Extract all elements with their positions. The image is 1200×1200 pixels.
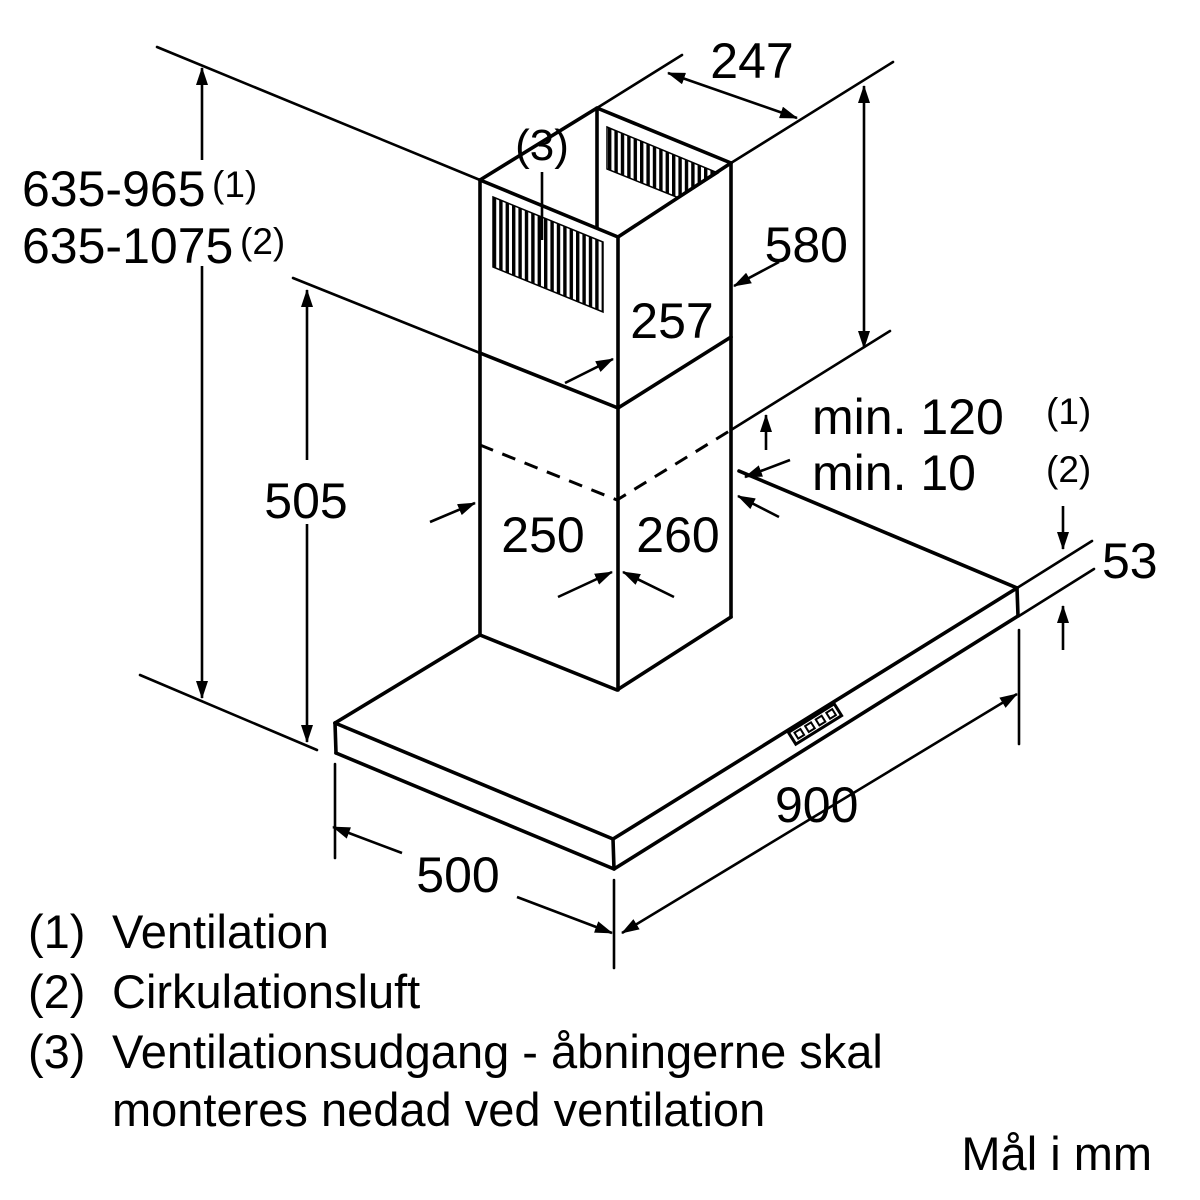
chimney-duct: [478, 106, 733, 692]
min-gap-arrow-down: [744, 458, 791, 479]
canopy-left-corner-edge: [333, 721, 338, 755]
vent-slots-right: [606, 125, 720, 199]
duct-right-arrow-left: [622, 570, 675, 599]
control-panel: [786, 701, 844, 747]
ceiling-extension-line: [155, 45, 482, 182]
canopy-bottom-extension: [1017, 567, 1096, 618]
label-top-depth: 247: [710, 33, 793, 89]
upper-width-arrow-left: [564, 357, 614, 385]
control-button: [793, 727, 806, 741]
label-depth: 500: [416, 847, 499, 903]
depth-arrow-left: [332, 825, 403, 855]
label-duct-left: 250: [501, 507, 584, 563]
duct-left-arrow-left: [429, 501, 476, 524]
label-min-vent-sup: (1): [1046, 391, 1091, 432]
hood-left-extension-line: [138, 673, 319, 752]
depth-arrow-right: [516, 895, 613, 935]
canopy-back-left-edge: [333, 633, 482, 725]
legend-item3-num: (3): [28, 1025, 85, 1078]
label-vent-callout: (3): [515, 121, 569, 170]
label-min-vent: min. 120: [812, 389, 1004, 445]
legend-item2-text: Cirkulationsluft: [112, 965, 420, 1018]
duct-right-arrow-right: [737, 494, 780, 519]
upper-width-arrow-right: [733, 260, 780, 288]
units-note: Mål i mm: [961, 1127, 1152, 1180]
chimney-base-edges: [478, 615, 733, 692]
label-chimney-height: 580: [765, 217, 848, 273]
top-depth-arrow: [667, 71, 798, 120]
legend-item2-num: (2): [28, 965, 85, 1018]
vent-slots-left: [492, 195, 604, 314]
control-button: [803, 720, 817, 734]
canopy-back-right-edge: [737, 469, 1019, 590]
label-height-vent-sup: (1): [212, 164, 257, 205]
telescope-min-position-dashed: [479, 428, 732, 502]
dimension-labels: 635-965 (1) 635-1075 (2) 505 247 580 257…: [22, 33, 1158, 903]
label-height-recirc-sup: (2): [240, 221, 285, 262]
legend-item1-text: Ventilation: [112, 905, 329, 958]
canopy-top-front-edges: [333, 586, 1019, 841]
label-upper-duct-width: 257: [630, 293, 713, 349]
joint-extension-line: [291, 276, 482, 355]
label-min-recirc-sup: (2): [1046, 449, 1091, 490]
canopy-right-corner-edge: [1015, 586, 1020, 618]
telescopic-joint-rim: [478, 335, 733, 410]
top-depth-left-extension: [595, 53, 684, 110]
legend-item3-text-line1: Ventilationsudgang - åbningerne skal: [112, 1025, 883, 1078]
width-arrow: [621, 692, 1018, 935]
control-button: [824, 707, 838, 721]
duct-left-arrow-right: [557, 570, 613, 599]
canopy-top-extension: [1015, 539, 1094, 590]
label-canopy-thickness: 53: [1102, 533, 1158, 589]
legend: (1) Ventilation (2) Cirkulationsluft (3)…: [28, 905, 1152, 1180]
label-min-recirc: min. 10: [812, 445, 976, 501]
canopy-bottom-front-edges: [334, 614, 1020, 871]
legend-item1-num: (1): [28, 905, 85, 958]
top-depth-right-extension: [729, 60, 895, 165]
dimension-lines: [196, 67, 1069, 935]
canopy-front-corner-edge: [611, 837, 616, 871]
label-height-recirc: 635-1075: [22, 218, 233, 274]
label-height-vent: 635-965: [22, 161, 206, 217]
extension-lines: [138, 45, 1096, 970]
hood-canopy: [333, 469, 1020, 871]
label-width: 900: [775, 777, 858, 833]
legend-item3-text-line2: monteres nedad ved ventilation: [112, 1083, 765, 1136]
label-duct-right: 260: [636, 507, 719, 563]
label-lower-height: 505: [264, 473, 347, 529]
control-button: [814, 714, 827, 727]
